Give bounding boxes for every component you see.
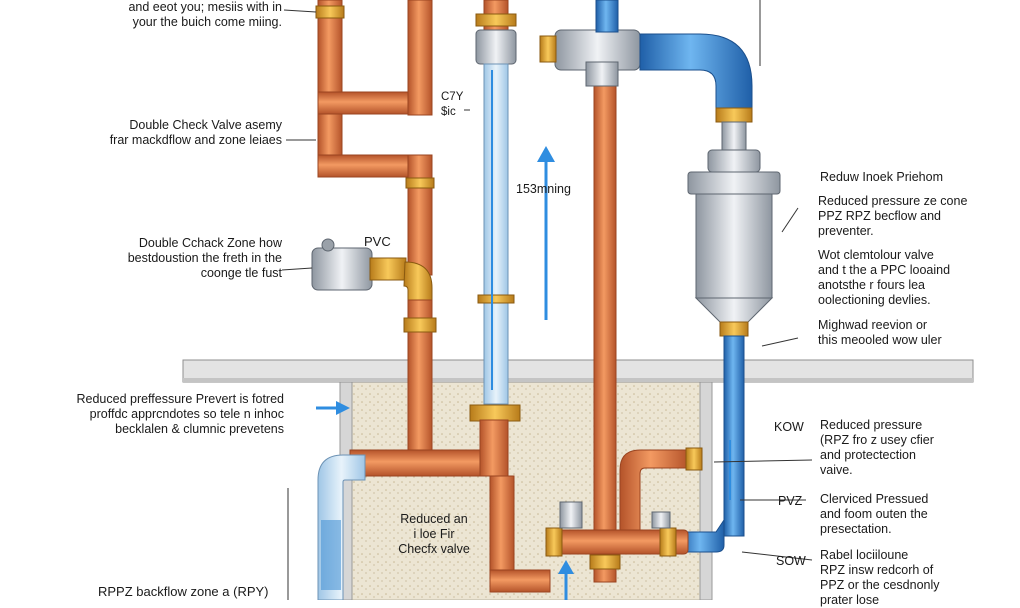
reduced-rpz-line-3: preventer. xyxy=(818,224,874,238)
double-check-zone-line-2: bestdoustion the freth in the xyxy=(127,251,282,265)
top-note-line-1: and eeot you; mesiis with in xyxy=(128,0,282,14)
bottom-check-valve xyxy=(545,501,689,557)
reduced-pressure-left-line-2: proffdc apprcndotes so tele n inhoc xyxy=(89,407,284,421)
top-note-label: and eeot you; mesiis with in your the bu… xyxy=(72,0,282,30)
mighwed-line-2: this meooled wow uler xyxy=(818,333,942,347)
reduced-check-valve-line-3: Checfx valve xyxy=(398,542,470,556)
pit-copper-bend xyxy=(619,447,703,531)
reduced-rpz-line-1: Reduced pressure ze cone xyxy=(818,194,968,208)
wot-note-line-1: Wot clemtolour valve xyxy=(818,248,934,262)
pvc-pipe-left xyxy=(317,454,366,600)
leader-lines xyxy=(281,0,813,600)
mighwed-label: Mighwad reevion or this meooled wow uler xyxy=(818,318,942,348)
pit-copper-run xyxy=(349,419,551,593)
sow-label: SOW xyxy=(776,554,806,568)
clerviced-label: Clerviced Pressued and foom outen the pr… xyxy=(820,492,928,537)
reduced-rpz2-line-3: and protectection xyxy=(820,448,916,462)
double-check-valve-line-2: frar mackdflow and zone leiaes xyxy=(109,133,282,147)
double-check-zone-line-3: coonge tle fust xyxy=(200,266,282,280)
cpv-line-1: C7Y xyxy=(441,91,464,103)
wot-note-line-3: anotsthe r fours lea xyxy=(818,278,926,292)
reduced-rpz2-line-4: vaive. xyxy=(820,463,853,477)
pvc-label: PVC xyxy=(364,234,391,249)
central-copper-line xyxy=(469,0,521,422)
double-check-zone-label: Double Cchack Zone how bestdoustion the … xyxy=(76,236,282,281)
rabel-line-3: PPZ or the cesdnonly xyxy=(820,578,940,592)
wot-note-line-4: oolectioning devlies. xyxy=(818,293,931,307)
wot-note-line-2: and t the a PPC looaind xyxy=(818,263,951,277)
reduced-check-valve-line-2: i loe Fir xyxy=(413,527,455,541)
clerviced-line-1: Clerviced Pressued xyxy=(820,492,929,506)
pit-wall-right xyxy=(699,381,713,600)
pvz-label: PVZ xyxy=(778,494,803,508)
rabel-line-1: Rabel lociiloune xyxy=(820,548,909,562)
reduced-pressure-left-line-1: Reduced preffessure Prevert is fotred xyxy=(76,392,284,406)
flow-arrows xyxy=(316,70,731,600)
reduced-check-valve-label: Reduced an i loe Fir Checfx valve xyxy=(392,512,476,557)
mighwed-line-1: Mighwad reevion or xyxy=(818,318,928,332)
reduw-title-label: Reduw Inoek Priehom xyxy=(820,170,943,184)
double-check-valve-label: Double Check Valve asemy frar mackdflow … xyxy=(70,118,282,148)
kow-label: KOW xyxy=(774,420,804,434)
rabel-label: Rabel lociiloune RPZ insw redcorh of PPZ… xyxy=(820,548,940,608)
flow-rate-label: 153mning xyxy=(516,182,571,196)
rpz-bottom-label: RPPZ backflow zone a (RPY) xyxy=(98,584,269,599)
reduced-rpz-line-2: PPZ RPZ becflow and xyxy=(818,209,941,223)
reduced-pressure-left-line-3: becklalen & clumnic prevetens xyxy=(115,422,284,436)
clerviced-line-2: and foom outen the xyxy=(820,507,928,521)
rabel-line-4: prater lose xyxy=(820,593,880,607)
rabel-line-2: RPZ insw redcorh of xyxy=(820,563,934,577)
top-note-line-2: your the buich come miing. xyxy=(132,15,282,29)
reduced-pressure-left-label: Reduced preffessure Prevert is fotred pr… xyxy=(40,392,284,437)
reduced-check-valve-line-1: Reduced an xyxy=(400,512,468,526)
clerviced-line-3: presectation. xyxy=(820,522,892,536)
double-check-valve-line-1: Double Check Valve asemy xyxy=(129,118,282,132)
reduced-rpz2-line-2: (RPZ fro z usey cfier xyxy=(820,433,934,447)
tall-copper-pipe xyxy=(593,81,617,583)
rpz-device xyxy=(679,149,781,553)
double-check-valve-piping xyxy=(315,0,435,276)
cpv-line-2: $ic xyxy=(441,106,456,118)
reduced-rpz2-label: Reduced pressure (RPZ fro z usey cfier a… xyxy=(820,418,934,478)
cpv-label: C7Y $ic xyxy=(441,90,463,120)
wot-note-label: Wot clemtolour valve and t the a PPC loo… xyxy=(818,248,950,308)
double-check-zone-line-1: Double Cchack Zone how xyxy=(138,236,282,250)
reduced-rpz-label: Reduced pressure ze cone PPZ RPZ becflow… xyxy=(818,194,967,239)
ground-pit xyxy=(351,381,701,600)
reduced-rpz2-line-1: Reduced pressure xyxy=(820,418,923,432)
top-tee-fitting xyxy=(539,0,641,87)
blue-supply-pipe xyxy=(639,33,753,153)
